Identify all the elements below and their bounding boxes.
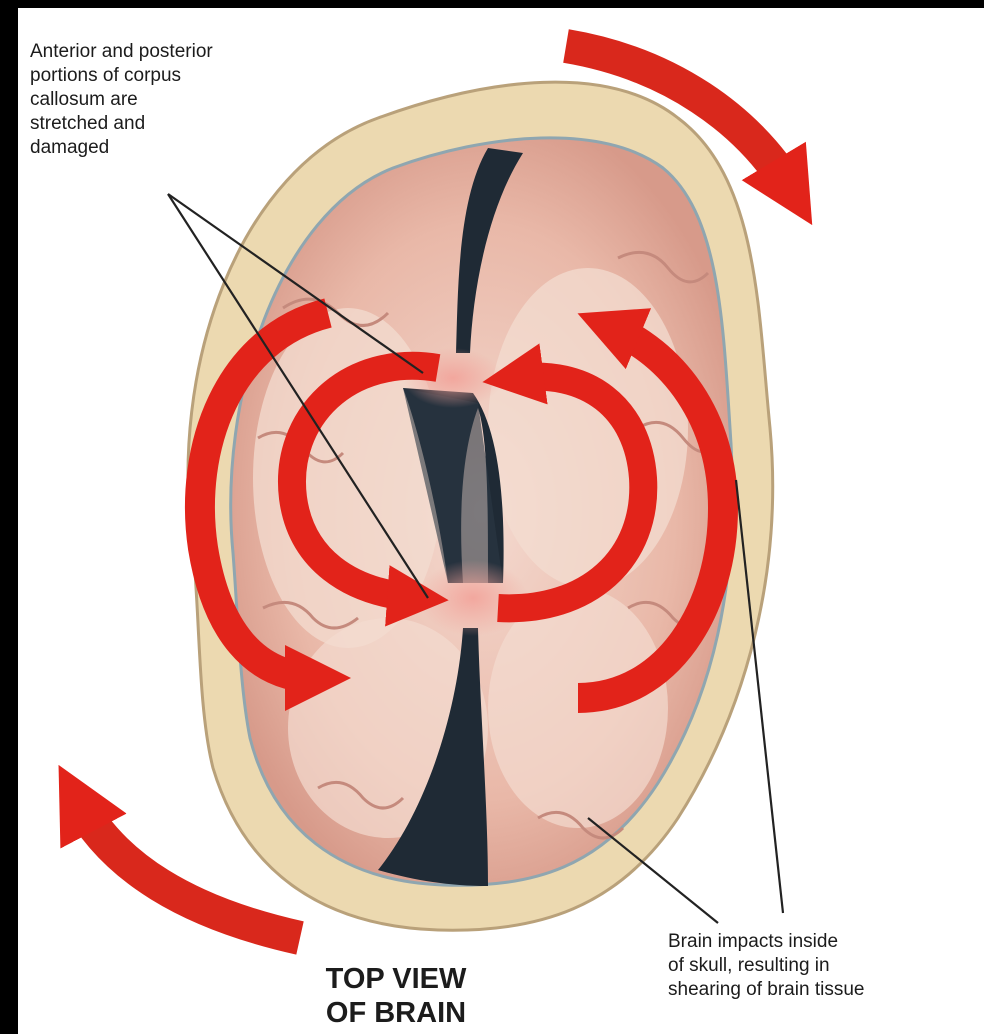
diagram-title: TOP VIEW OF BRAIN bbox=[316, 962, 476, 1030]
shearing-label: Brain impacts inside of skull, resulting… bbox=[668, 930, 864, 1002]
diagram-frame: Anterior and posterior portions of corpu… bbox=[18, 8, 984, 1034]
corpus-callosum-label: Anterior and posterior portions of corpu… bbox=[30, 40, 213, 160]
brain-diagram bbox=[18, 8, 984, 1034]
